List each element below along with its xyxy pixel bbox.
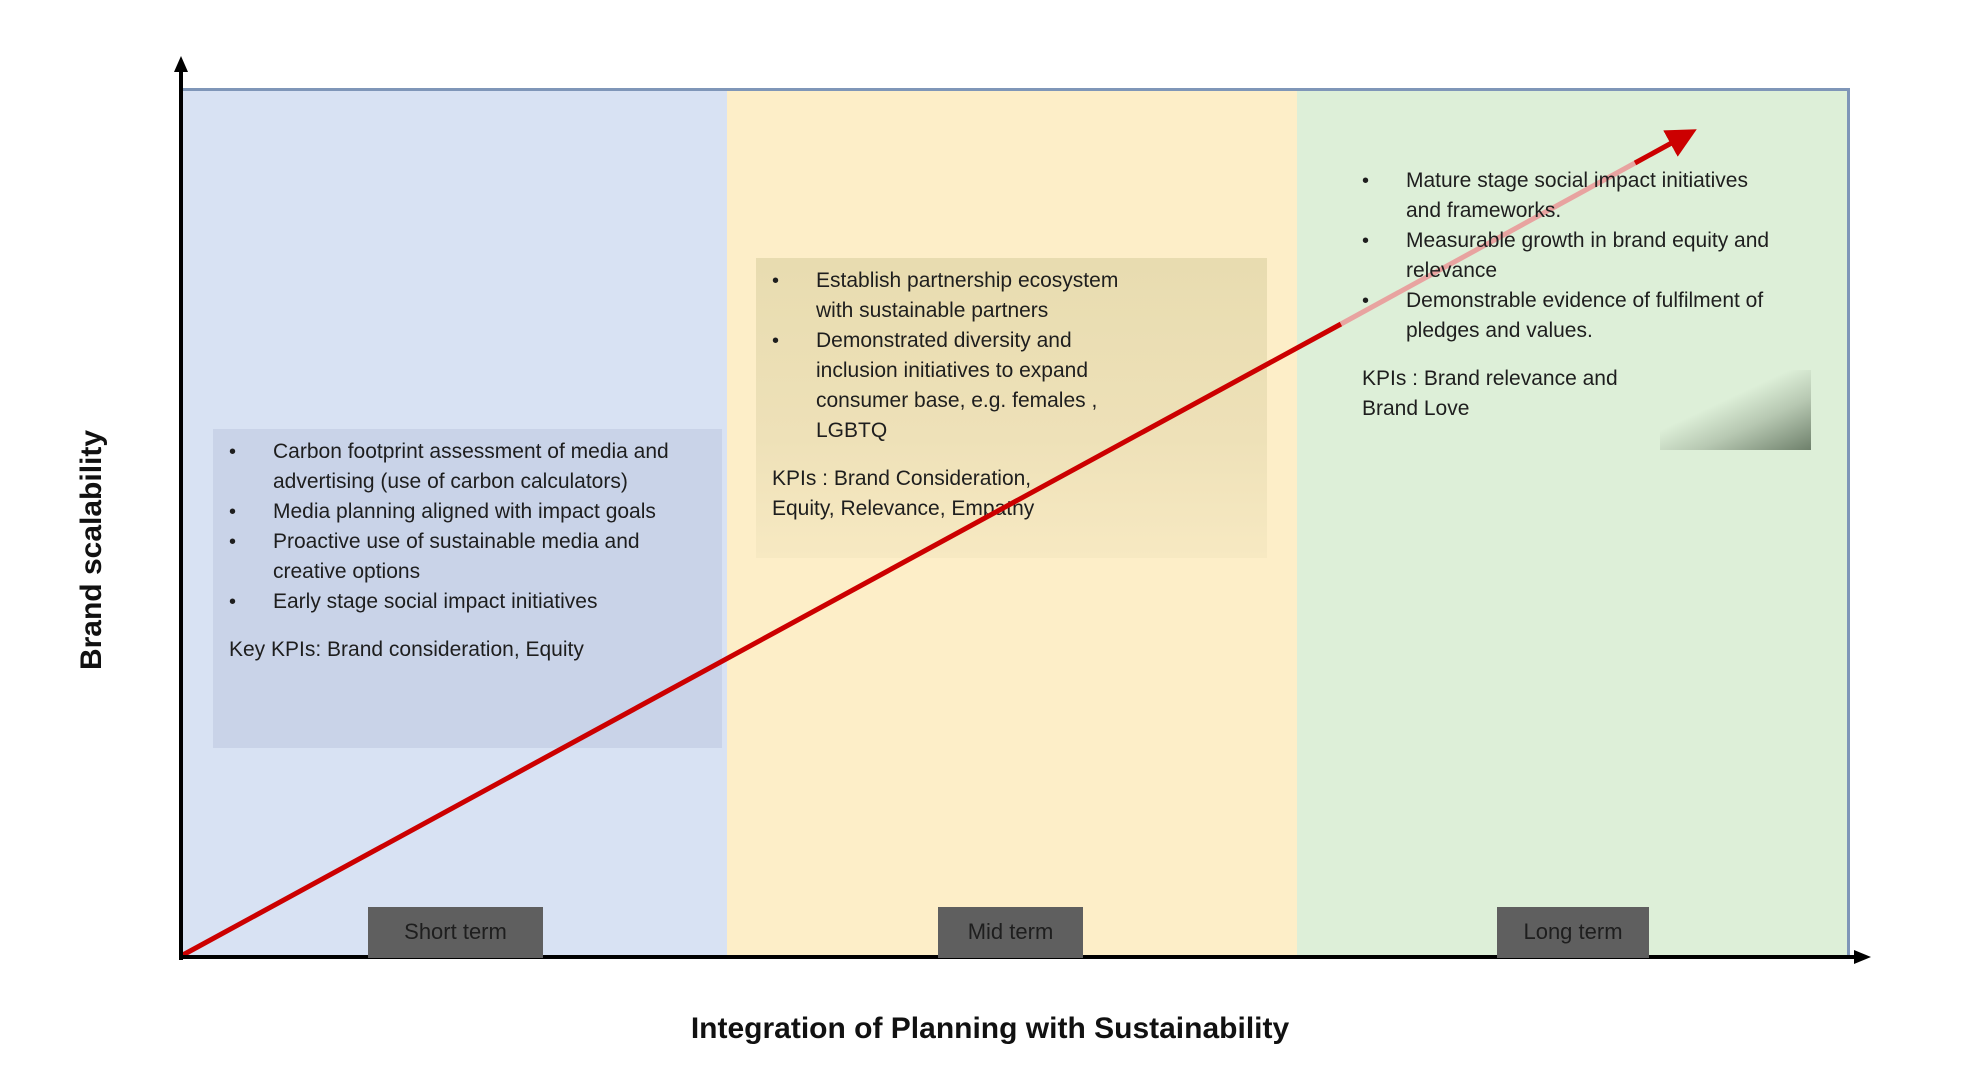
short-term-kpis: Key KPIs: Brand consideration, Equity bbox=[229, 638, 584, 661]
y-axis-arrowhead-icon bbox=[174, 56, 188, 72]
bullet-item: Measurable growth in brand equity and re… bbox=[1362, 226, 1782, 286]
long-term-kpis: KPIs : Brand relevance and Brand Love bbox=[1362, 367, 1618, 420]
short-term-bullet-list: Carbon footprint assessment of media and… bbox=[229, 437, 712, 617]
bullet-item: Demonstrated diversity and inclusion ini… bbox=[772, 326, 1152, 446]
y-axis-title: Brand scalability bbox=[75, 429, 108, 671]
long-term-bullet-list: Mature stage social impact initiatives a… bbox=[1362, 166, 1782, 346]
bullet-item: Media planning aligned with impact goals bbox=[229, 497, 712, 527]
stage-label-mid-term: Mid term bbox=[938, 907, 1083, 958]
x-axis-arrowhead-icon bbox=[1854, 950, 1871, 964]
short-term-description-box: Carbon footprint assessment of media and… bbox=[213, 429, 722, 748]
stage-label-long-term: Long term bbox=[1497, 907, 1649, 958]
bullet-item: Demonstrable evidence of fulfilment of p… bbox=[1362, 286, 1782, 346]
long-term-description-box: Mature stage social impact initiatives a… bbox=[1346, 160, 1812, 450]
long-term-corner-shade bbox=[1660, 370, 1811, 450]
x-axis-title: Integration of Planning with Sustainabil… bbox=[690, 1012, 1290, 1045]
stage-label-short-term: Short term bbox=[368, 907, 543, 958]
mid-term-kpis: KPIs : Brand Consideration, Equity, Rele… bbox=[772, 467, 1035, 520]
bullet-item: Carbon footprint assessment of media and… bbox=[229, 437, 712, 497]
bullet-item: Proactive use of sustainable media and c… bbox=[229, 527, 712, 587]
bullet-item: Mature stage social impact initiatives a… bbox=[1362, 166, 1782, 226]
mid-term-bullet-list: Establish partnership ecosystem with sus… bbox=[772, 266, 1152, 446]
bullet-item: Establish partnership ecosystem with sus… bbox=[772, 266, 1152, 326]
bullet-item: Early stage social impact initiatives bbox=[229, 587, 712, 617]
